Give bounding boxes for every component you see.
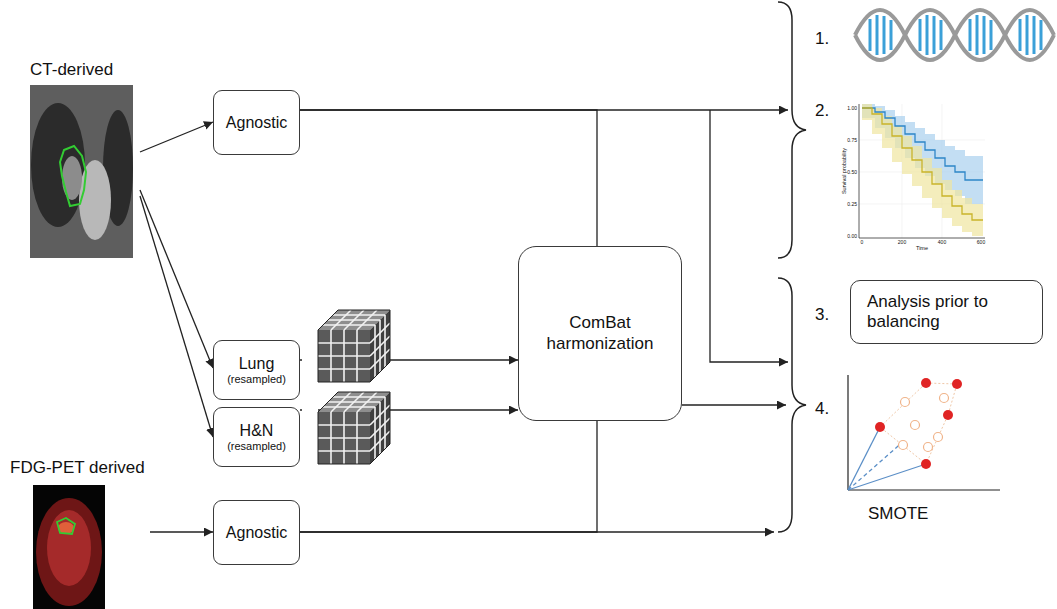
tick-label: 1.00 <box>847 106 857 111</box>
smote-scatter <box>848 375 1000 490</box>
tick-label: 0.75 <box>847 138 857 143</box>
method-name: SMOTE <box>868 505 928 522</box>
ct-image <box>30 85 133 258</box>
tick-label: 400 <box>938 240 946 245</box>
process-box: Lung(resampled) <box>213 340 300 400</box>
node-label: FDG-PET derived <box>10 458 145 478</box>
callout-number: 1. <box>815 30 829 47</box>
dna-icon <box>855 10 1054 60</box>
node-label: CT-derived <box>30 60 113 80</box>
tick-label: 0.25 <box>847 202 857 207</box>
connector <box>140 190 213 368</box>
tick-label: 0.50 <box>847 170 857 175</box>
node-label: ComBat harmonization <box>540 313 660 354</box>
voxel-cube <box>318 310 390 382</box>
connector <box>300 110 597 246</box>
callout-number: 3. <box>815 306 829 323</box>
node-sublabel: (resampled) <box>227 373 286 386</box>
tick-label: 0.00 <box>847 234 857 239</box>
node-label: H&N <box>240 421 274 440</box>
process-box: Agnostic <box>213 500 300 565</box>
image-panel: FDG-PET derived <box>8 458 150 609</box>
image-panel: CT-derived <box>20 60 140 260</box>
tick-label: 200 <box>898 240 906 245</box>
process-box: ComBat harmonization <box>518 246 682 421</box>
axis-title: Survival probability <box>842 148 848 194</box>
node-label: Analysis prior to balancing <box>867 292 989 333</box>
mask <box>302 330 318 470</box>
process-box: H&N(resampled) <box>213 407 300 467</box>
connector <box>150 531 213 532</box>
pet-image <box>33 485 105 609</box>
callout-number: 2. <box>815 102 829 119</box>
axis-title: Time <box>916 246 928 252</box>
process-box: Agnostic <box>213 90 300 155</box>
process-box: Analysis prior to balancing <box>850 280 1043 344</box>
connector <box>140 122 213 152</box>
node-sublabel: (resampled) <box>227 440 286 453</box>
connector <box>140 196 213 437</box>
tick-label: 0 <box>861 240 864 245</box>
node-label: Lung <box>239 354 275 373</box>
node-label: Agnostic <box>226 523 287 542</box>
survival-plot <box>859 104 985 238</box>
tick-label: 600 <box>977 240 985 245</box>
node-label: Agnostic <box>226 113 287 132</box>
curly-brace <box>778 2 806 532</box>
callout-number: 4. <box>815 400 829 417</box>
voxel-cube <box>318 392 390 464</box>
flow-lines <box>300 110 788 532</box>
